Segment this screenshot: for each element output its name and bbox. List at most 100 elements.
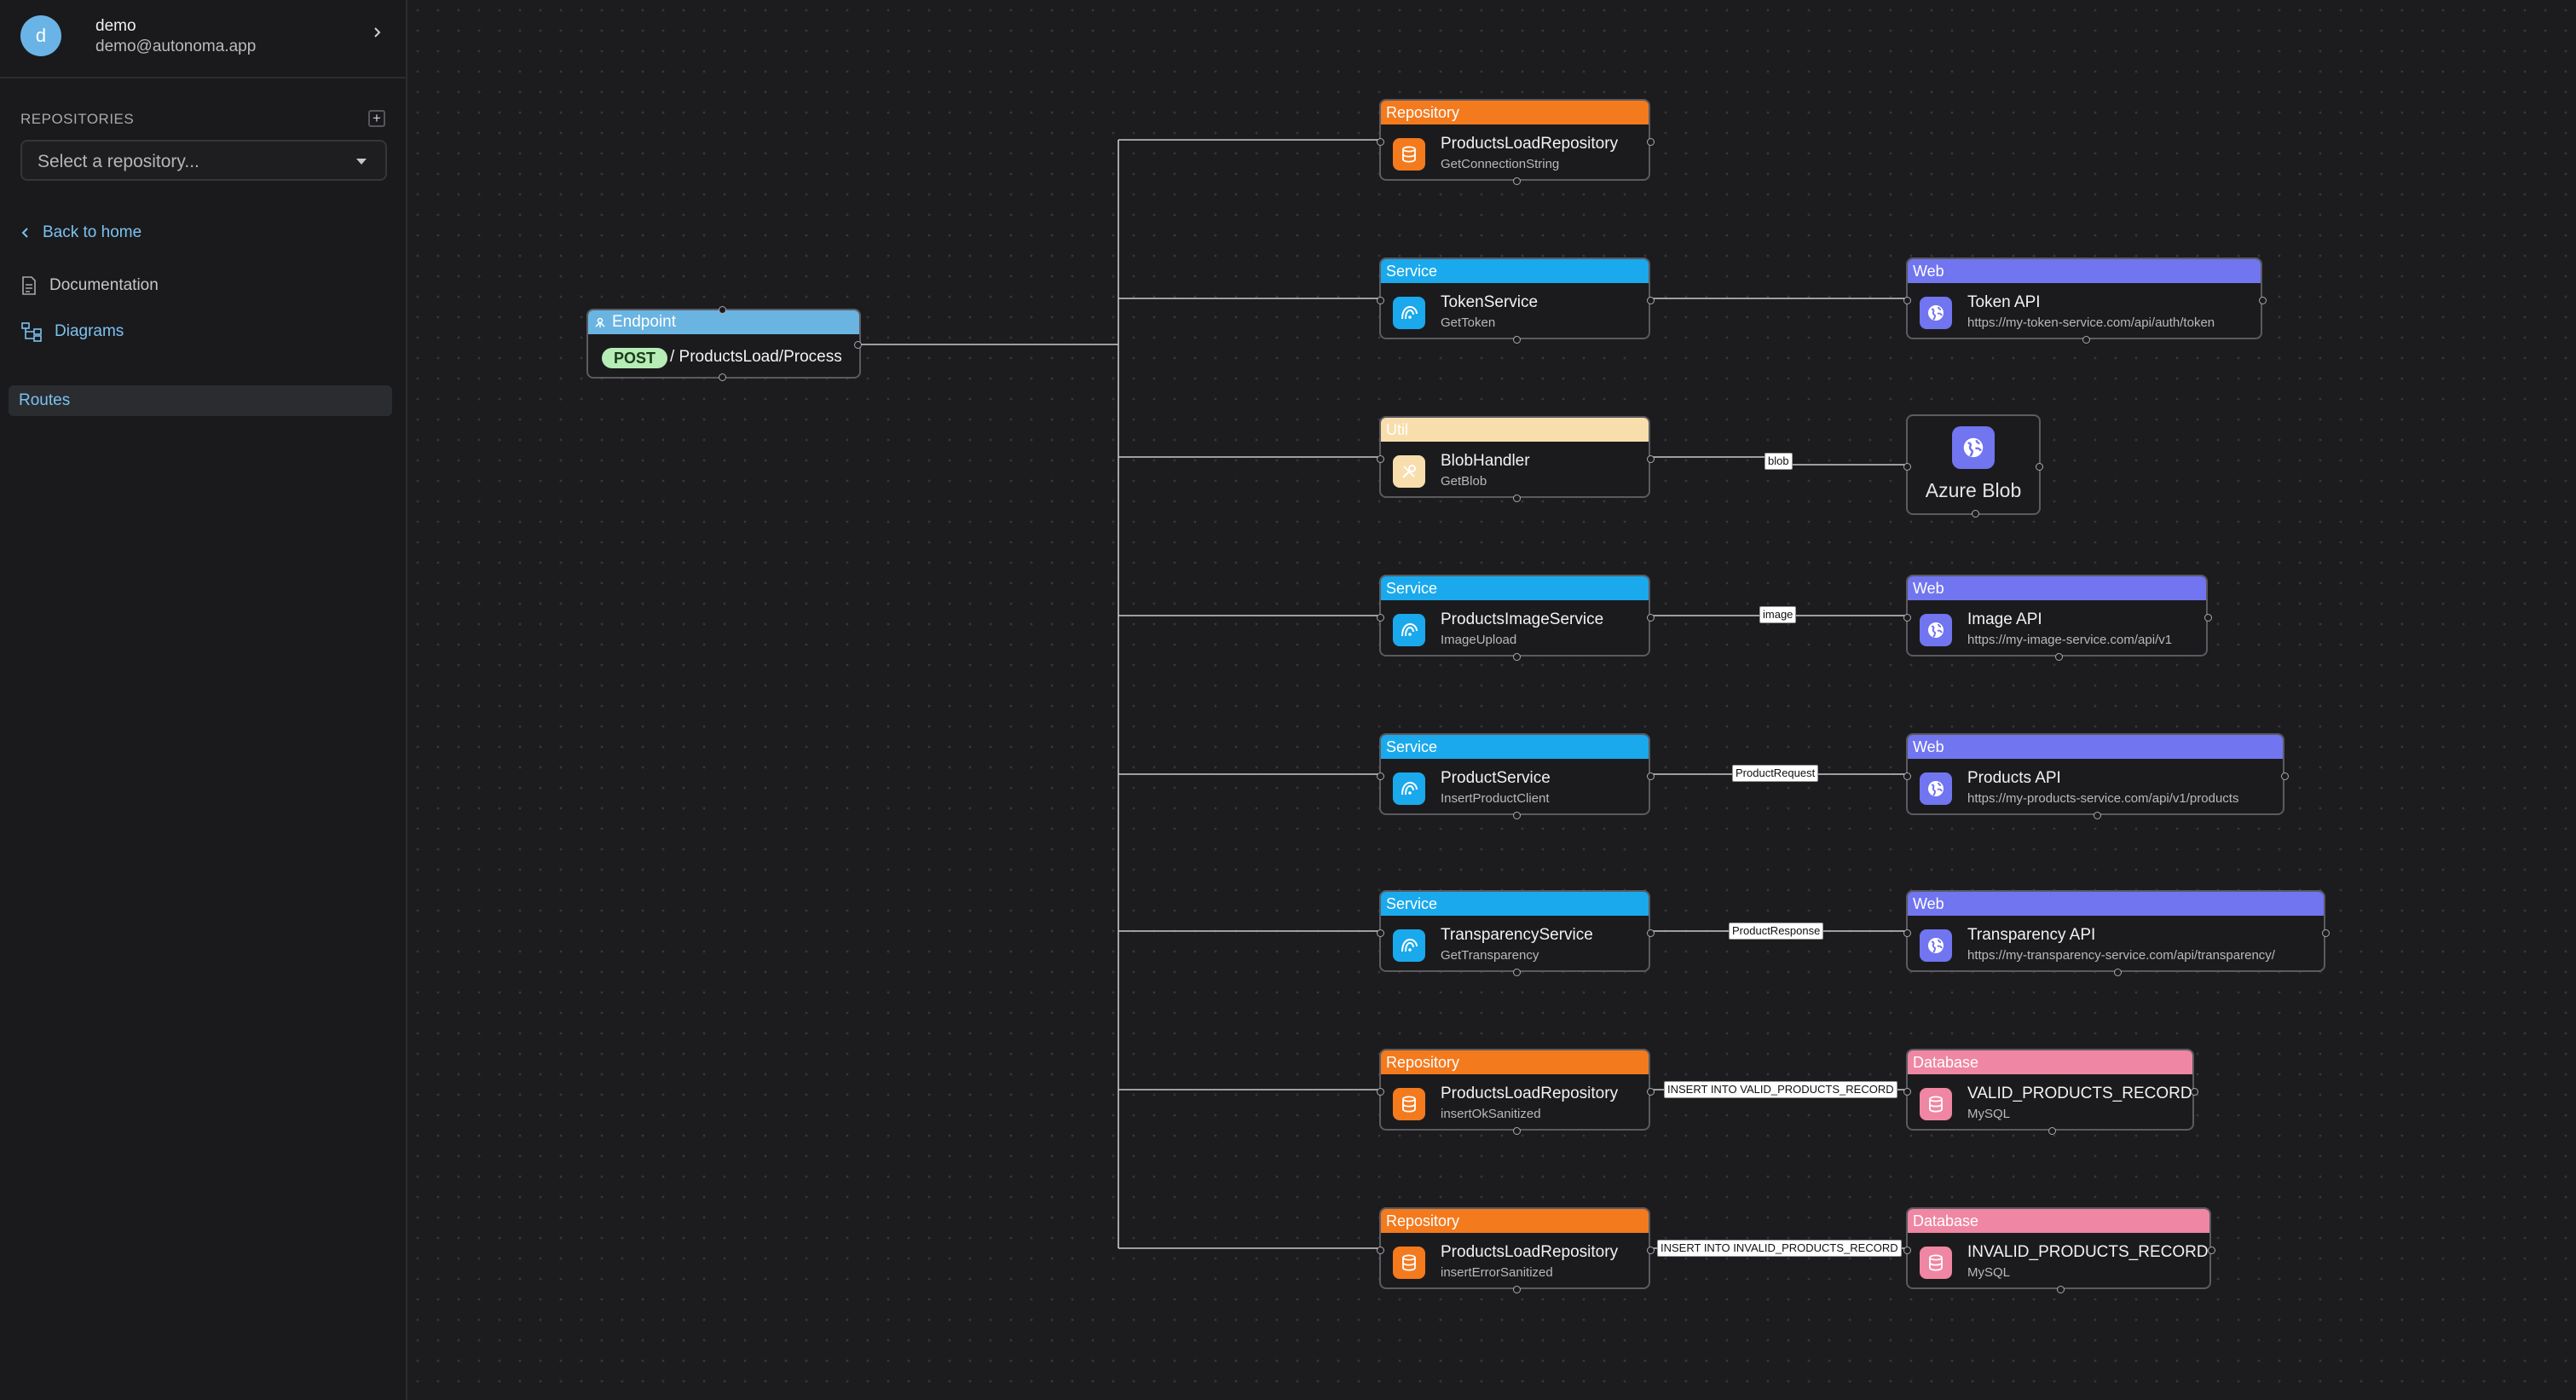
handle-bottom[interactable] <box>2048 1127 2056 1135</box>
handle-left[interactable] <box>1903 1247 1911 1254</box>
handle-right[interactable] <box>1647 614 1655 622</box>
service-icon <box>1393 772 1425 805</box>
node-header: Service <box>1381 576 1649 600</box>
handle-right[interactable] <box>1647 138 1655 146</box>
service-icon <box>1393 614 1425 646</box>
handle-top[interactable] <box>719 306 726 314</box>
handle-left[interactable] <box>1377 1247 1384 1254</box>
node-header: Web <box>1908 892 2324 916</box>
handle-left[interactable] <box>1377 772 1384 780</box>
diagrams-link[interactable]: Diagrams <box>20 317 124 346</box>
handle-left[interactable] <box>1903 463 1911 471</box>
handle-bottom[interactable] <box>2082 336 2090 344</box>
handle-left[interactable] <box>1903 614 1911 622</box>
diagram-canvas[interactable] <box>407 0 2576 1400</box>
node-n2[interactable]: Service TokenService GetToken <box>1377 257 1655 344</box>
node-header: Service <box>1381 259 1649 283</box>
sidebar: d demo demo@autonoma.app REPOSITORIES + … <box>0 0 407 1400</box>
user-email: demo@autonoma.app <box>95 38 257 55</box>
tools-icon <box>1393 455 1425 488</box>
handle-bottom[interactable] <box>1513 1286 1521 1293</box>
node-header: Database <box>1908 1050 2192 1074</box>
node-t5[interactable]: Web Products API https://my-products-ser… <box>1903 733 2289 819</box>
handle-right[interactable] <box>2036 463 2043 471</box>
node-n6[interactable]: Service TransparencyService GetTranspare… <box>1377 890 1655 976</box>
node-n4[interactable]: Service ProductsImageService ImageUpload <box>1377 575 1655 661</box>
node-header: Web <box>1908 735 2283 759</box>
handle-left[interactable] <box>1377 138 1384 146</box>
handle-right[interactable] <box>1647 1088 1655 1096</box>
globe-icon <box>1920 297 1952 329</box>
handle-bottom[interactable] <box>1513 812 1521 819</box>
node-t7[interactable]: Database VALID_PRODUCTS_RECORD MySQL <box>1903 1049 2198 1135</box>
node-n5[interactable]: Service ProductService InsertProductClie… <box>1377 733 1655 819</box>
node-n8[interactable]: Repository ProductsLoadRepository insert… <box>1377 1207 1655 1293</box>
handle-bottom[interactable] <box>1513 336 1521 344</box>
handle-bottom[interactable] <box>1513 653 1521 661</box>
edge-label: image <box>1759 606 1797 623</box>
add-repository-button[interactable]: + <box>368 110 385 127</box>
repositories-heading: REPOSITORIES <box>20 111 135 127</box>
handle-left[interactable] <box>1377 455 1384 463</box>
handle-right[interactable] <box>2208 1247 2215 1254</box>
node-title: Transparency API <box>1967 926 2096 944</box>
service-icon <box>1393 297 1425 329</box>
handle-right[interactable] <box>1647 929 1655 937</box>
node-title: TransparencyService <box>1441 926 1593 944</box>
node-t3[interactable]: Azure Blob <box>1903 414 2043 518</box>
route-item[interactable]: Routes <box>9 385 392 416</box>
avatar: d <box>20 15 61 56</box>
globe-icon <box>1920 772 1952 805</box>
node-t6[interactable]: Web Transparency API https://my-transpar… <box>1903 890 2330 976</box>
node-header: Repository <box>1381 1050 1649 1074</box>
handle-left[interactable] <box>1903 929 1911 937</box>
handle-bottom[interactable] <box>719 373 726 381</box>
handle-bottom[interactable] <box>2114 969 2122 976</box>
handle-left[interactable] <box>1377 297 1384 304</box>
back-to-home-link[interactable]: Back to home <box>20 218 142 247</box>
handle-left[interactable] <box>1903 297 1911 304</box>
handle-right[interactable] <box>1647 455 1655 463</box>
handle-right[interactable] <box>2191 1088 2198 1096</box>
node-n3[interactable]: Util BlobHandler GetBlob <box>1377 416 1655 502</box>
repository-select[interactable]: Select a repository... <box>20 140 387 181</box>
node-header: Web <box>1908 576 2206 600</box>
handle-bottom[interactable] <box>1513 177 1521 185</box>
handle-right[interactable] <box>2322 929 2330 937</box>
diagram-icon <box>21 322 42 342</box>
handle-right[interactable] <box>1647 297 1655 304</box>
chevron-right-icon[interactable] <box>368 24 385 41</box>
handle-left[interactable] <box>1377 1088 1384 1096</box>
endpoint-node[interactable]: Endpoint POST / ProductsLoad/Process <box>586 306 862 381</box>
handle-bottom[interactable] <box>2057 1286 2065 1293</box>
handle-right[interactable] <box>854 341 862 349</box>
handle-left[interactable] <box>1377 929 1384 937</box>
node-title: ProductsLoadRepository <box>1441 1243 1619 1261</box>
handle-bottom[interactable] <box>1513 495 1521 502</box>
handle-bottom[interactable] <box>2094 812 2101 819</box>
node-subtitle: GetBlob <box>1441 474 1487 489</box>
handle-bottom[interactable] <box>1513 969 1521 976</box>
node-n7[interactable]: Repository ProductsLoadRepository insert… <box>1377 1049 1655 1135</box>
handle-right[interactable] <box>1647 772 1655 780</box>
documentation-link[interactable]: Documentation <box>20 271 159 300</box>
node-t2[interactable]: Web Token API https://my-token-service.c… <box>1903 257 2267 344</box>
handle-right[interactable] <box>1647 1247 1655 1254</box>
handle-left[interactable] <box>1377 614 1384 622</box>
node-t8[interactable]: Database INVALID_PRODUCTS_RECORD MySQL <box>1903 1207 2215 1293</box>
documentation-label: Documentation <box>49 276 159 294</box>
handle-bottom[interactable] <box>2055 653 2063 661</box>
handle-bottom[interactable] <box>1972 510 1979 518</box>
node-n1[interactable]: Repository ProductsLoadRepository GetCon… <box>1377 99 1655 185</box>
handle-bottom[interactable] <box>1513 1127 1521 1135</box>
handle-left[interactable] <box>1903 1088 1911 1096</box>
handle-right[interactable] <box>2204 614 2212 622</box>
handle-left[interactable] <box>1903 772 1911 780</box>
edge-label: ProductRequest <box>1732 765 1819 782</box>
node-t4[interactable]: Web Image API https://my-image-service.c… <box>1903 575 2212 661</box>
database-icon <box>1393 1088 1425 1120</box>
handle-right[interactable] <box>2281 772 2289 780</box>
node-header: Util <box>1381 418 1649 442</box>
user-menu[interactable]: d demo demo@autonoma.app <box>0 0 406 78</box>
handle-right[interactable] <box>2259 297 2267 304</box>
